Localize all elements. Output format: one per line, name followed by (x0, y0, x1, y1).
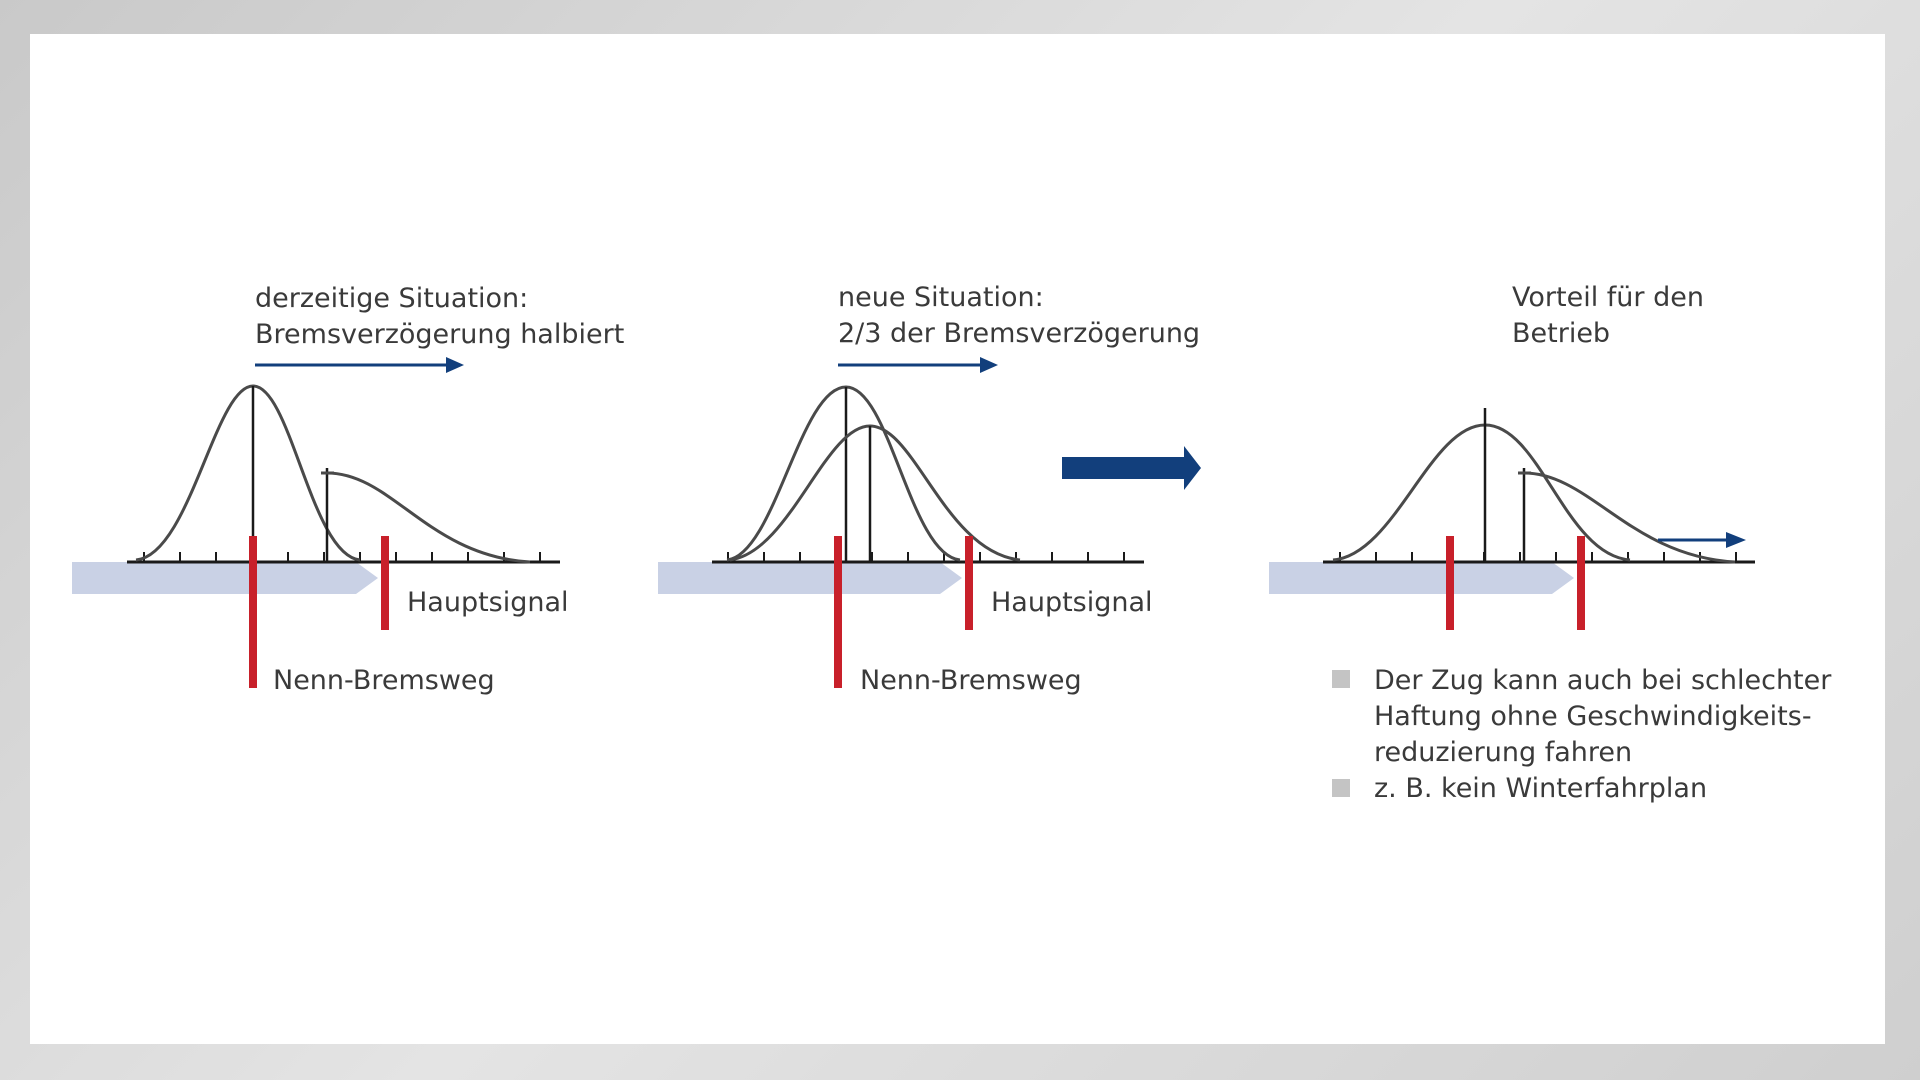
panel3-title-line2: Betrieb (1512, 318, 1610, 349)
panel2-title-line2: 2/3 der Bremsverzögerung (838, 318, 1200, 349)
panel3-main-signal-marker (1577, 536, 1585, 630)
transition-arrow-icon (1062, 446, 1201, 490)
benefit-1-line-1: Der Zug kann auch bei schlechter (1374, 665, 1832, 696)
panel3-nominal-brake-marker (1446, 536, 1454, 630)
bullet-square-icon (1332, 670, 1350, 688)
panel1-distribution-narrow (135, 384, 361, 562)
panel1-brake-label: Nenn-Bremsweg (273, 665, 495, 696)
panel2-distribution-wide (729, 424, 1021, 562)
panel2-axis (712, 552, 1144, 564)
panel2-title-line1: neue Situation: (838, 282, 1044, 313)
panel3-track-arrow (1269, 562, 1574, 594)
panel3-distribution-narrow (1332, 408, 1631, 562)
slide-card (30, 34, 1885, 1044)
panel1-title-line1: derzeitige Situation: (255, 283, 528, 314)
benefit-list: Der Zug kann auch bei schlechter Haftung… (1332, 665, 1832, 804)
panel3-shift-arrow (1658, 532, 1746, 548)
panel1-shift-arrow (255, 357, 464, 373)
panel2-track-arrow (658, 562, 962, 594)
panel-current-situation: derzeitige Situation: Bremsverzögerung h… (72, 283, 624, 696)
panel1-title-line2: Bremsverzögerung halbiert (255, 319, 624, 350)
panel-new-situation: neue Situation: 2/3 der Bremsverzögerung (658, 282, 1200, 696)
panel2-shift-arrow (838, 357, 998, 373)
panel1-main-signal-marker (381, 536, 389, 630)
panel1-track-arrow (72, 562, 378, 594)
panel2-nominal-brake-marker (834, 536, 842, 688)
panel2-main-signal-marker (965, 536, 973, 630)
panel1-signal-label: Hauptsignal (407, 587, 569, 618)
benefit-1-line-2: Haftung ohne Geschwindigkeits- (1374, 701, 1812, 732)
benefit-1-line-3: reduzierung fahren (1374, 737, 1632, 768)
panel3-title-line1: Vorteil für den (1512, 282, 1704, 313)
panel2-distribution-narrow (726, 385, 961, 562)
panel-operational-benefit: Vorteil für den Betrieb (1269, 282, 1832, 804)
panel3-distribution-wide (1518, 468, 1736, 564)
panel1-distribution-wide (321, 468, 531, 564)
panel2-brake-label: Nenn-Bremsweg (860, 665, 1082, 696)
bullet-square-icon (1332, 779, 1350, 797)
panel2-signal-label: Hauptsignal (991, 587, 1153, 618)
panel1-nominal-brake-marker (249, 536, 257, 688)
benefit-2-line-1: z. B. kein Winterfahrplan (1374, 773, 1707, 804)
